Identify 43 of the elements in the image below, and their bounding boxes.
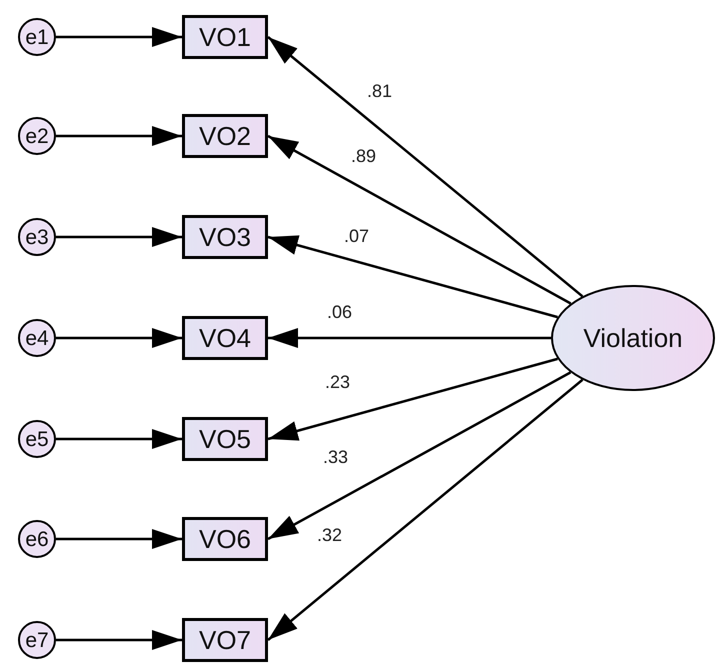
edge-label: .23	[324, 373, 352, 391]
edge-label: .06	[326, 303, 354, 321]
arrow	[268, 358, 558, 441]
arrow	[267, 371, 572, 540]
node-label: VO5	[198, 426, 252, 452]
arrow	[56, 126, 182, 146]
node-label: VO3	[198, 224, 252, 250]
arrow	[56, 227, 182, 247]
arrow	[268, 328, 551, 348]
arrow	[56, 429, 182, 449]
node-label: VO1	[198, 24, 252, 50]
node-label: Violation	[583, 325, 683, 351]
node-label: VO6	[198, 526, 252, 552]
node-label: e7	[25, 630, 49, 650]
edge-label: .32	[316, 526, 344, 544]
arrow	[56, 27, 182, 47]
arrow	[56, 328, 182, 348]
edge-label: .33	[322, 448, 350, 466]
node-label: VO7	[198, 627, 252, 653]
node-label: e6	[25, 528, 49, 550]
node-label: e1	[25, 26, 49, 48]
observed-variable-box	[182, 417, 268, 461]
arrow	[56, 529, 182, 549]
node-label: VO2	[198, 123, 252, 149]
edge-label: .81	[366, 82, 394, 100]
observed-variable-box	[182, 618, 268, 662]
arrow	[267, 36, 584, 298]
node-label: e2	[25, 126, 49, 146]
observed-variable-box	[182, 316, 268, 360]
node-label: e5	[25, 428, 49, 450]
node-label: e3	[25, 226, 49, 248]
node-label: VO4	[198, 325, 252, 351]
arrow	[56, 630, 182, 650]
observed-variable-box	[182, 517, 268, 561]
arrow	[267, 134, 572, 305]
arrow	[267, 378, 584, 641]
observed-variable-box	[182, 215, 268, 259]
observed-variable-box	[182, 15, 268, 59]
edge-label: .07	[343, 227, 370, 245]
node-label: e4	[25, 328, 49, 348]
observed-variable-box	[182, 114, 268, 158]
edge-label: .89	[350, 147, 378, 165]
arrow	[268, 235, 558, 318]
